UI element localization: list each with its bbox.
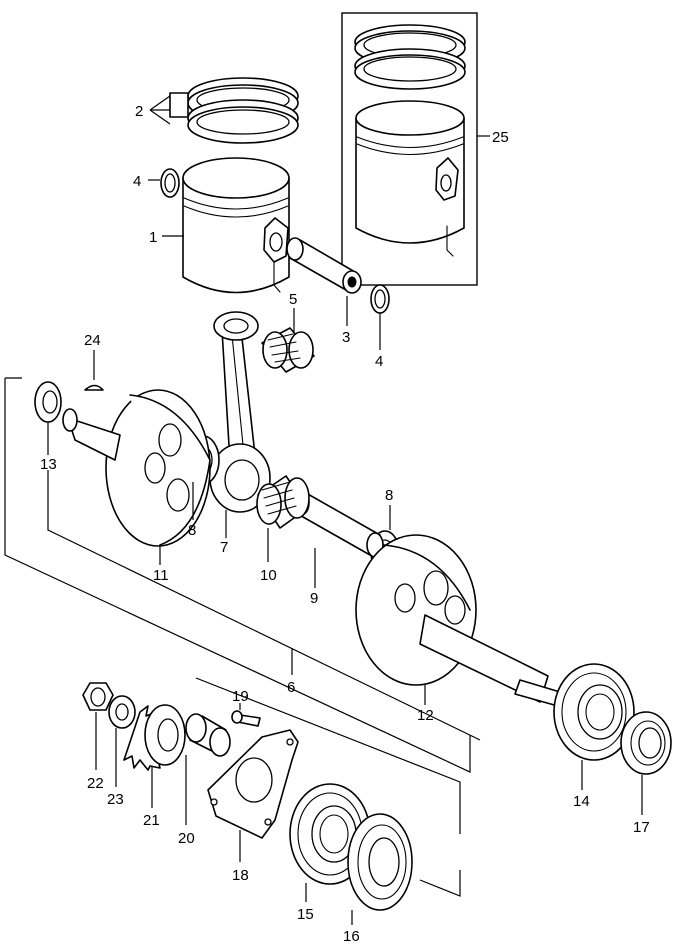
piston-rings [169,77,299,144]
callout-4-lower: 4 [375,353,383,370]
connecting-rod [209,311,271,513]
callout-12: 12 [417,707,434,724]
callout-8-left: 8 [188,522,196,539]
oil-seal-left [34,381,62,423]
bearing-retainer-plate [207,729,299,839]
circlip-lower [370,284,390,314]
main-bearing-right [553,663,635,761]
callout-7: 7 [220,539,228,556]
callout-19: 19 [232,688,249,705]
callout-20: 20 [178,830,195,847]
callout-15: 15 [297,906,314,923]
callout-22: 22 [87,775,104,792]
crank-nut [82,682,114,711]
crank-washer [108,695,136,729]
callout-labels: 2 4 1 25 5 3 4 24 13 8 7 8 11 10 9 6 19 … [40,103,650,945]
callout-14: 14 [573,793,590,810]
callout-13: 13 [40,456,57,473]
spacer [185,713,231,757]
lower-assembly-bracket [195,677,461,897]
callout-11: 11 [153,567,169,584]
circlip-upper [160,168,180,198]
callout-8-right: 8 [385,487,393,504]
callout-24: 24 [84,332,101,349]
callout-17: 17 [633,819,650,836]
oil-seal-right [620,711,672,775]
callout-16: 16 [343,928,360,945]
callout-23: 23 [107,791,124,808]
small-end-bearing [261,327,315,373]
callout-1: 1 [149,229,157,246]
callout-9: 9 [310,590,318,607]
piston-pin [286,237,362,294]
crank-half-left [62,389,211,547]
crankshaft-assembly-bracket [4,377,481,773]
crank-half-right [355,534,577,710]
piston [182,157,290,294]
plate-bolt [231,710,261,727]
callout-25: 25 [492,129,509,146]
callout-18: 18 [232,867,249,884]
callout-6: 6 [287,679,295,696]
woodruff-key [84,384,104,391]
callout-10: 10 [260,567,277,584]
piston-set-inset [341,12,478,286]
callout-3: 3 [342,329,350,346]
primary-drive-gear [123,704,186,771]
callout-4-upper: 4 [133,173,141,190]
leader-lines [47,95,643,925]
callout-21: 21 [143,812,160,829]
callout-5: 5 [289,291,297,308]
oil-seal-left-side [347,813,413,911]
callout-2: 2 [135,103,143,120]
big-end-bearing [256,475,310,529]
